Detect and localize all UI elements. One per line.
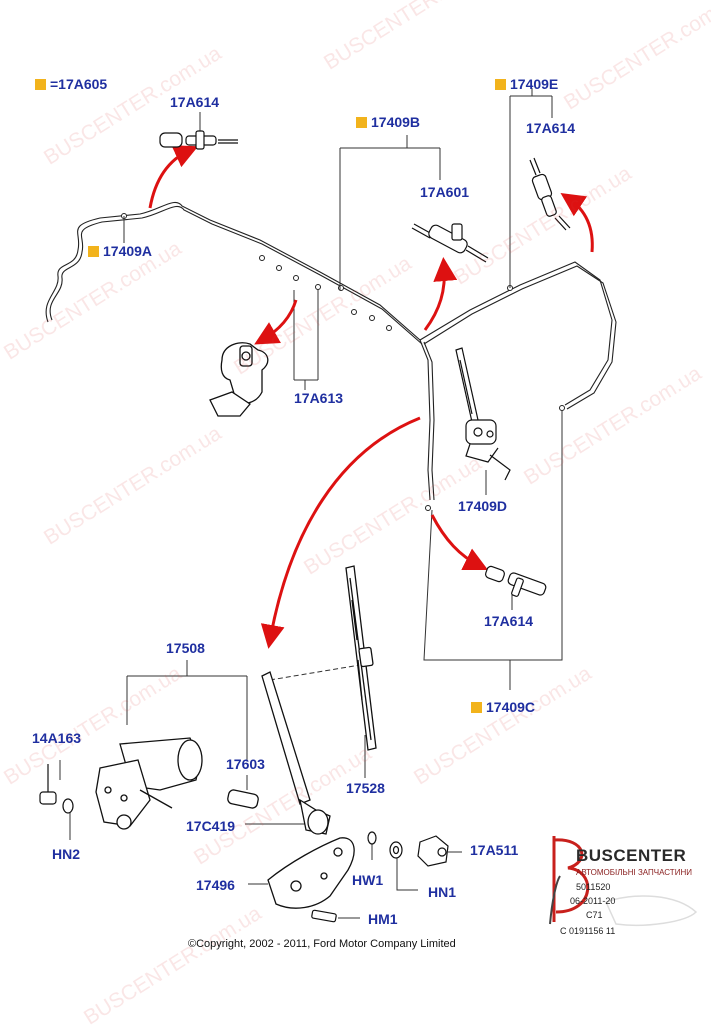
bolt-and-nut (39, 764, 74, 814)
marker-square-icon (495, 79, 506, 90)
wiper-blade (345, 565, 377, 751)
label-17a605: =17A605 (50, 76, 108, 92)
label-17c419: 17C419 (186, 818, 236, 834)
leader-lines (59, 88, 563, 919)
label-hm1: HM1 (368, 911, 398, 927)
label-17409a-text: 17409A (103, 243, 153, 259)
wiper-arm (227, 671, 331, 835)
label-17a511: 17A511 (470, 842, 519, 858)
connector-mid (485, 565, 547, 597)
marker-square-icon (471, 702, 482, 713)
logo-code-2: 06-2011-20 (570, 896, 616, 906)
callout-arrows (148, 145, 594, 649)
label-17409c-text: 17409C (486, 699, 536, 715)
label-17a601: 17A601 (420, 184, 470, 200)
marker-square-icon (356, 117, 367, 128)
connector-right (529, 157, 571, 231)
label-17a614-top: 17A614 (170, 94, 220, 110)
label-17528: 17528 (346, 780, 385, 796)
label-14a163: 14A163 (32, 730, 82, 746)
marker-square-icon (35, 79, 46, 90)
label-17603: 17603 (226, 756, 265, 772)
label-hn1: HN1 (428, 884, 457, 900)
marker-square-icon (88, 246, 99, 257)
connector-top (159, 130, 238, 150)
label-hn2: HN2 (52, 846, 81, 862)
label-17a613: 17A613 (294, 390, 344, 406)
rear-wiper-small (455, 347, 511, 481)
washer-hose (45, 201, 617, 501)
t-connector (411, 223, 489, 263)
logo-b-icon (549, 836, 698, 926)
label-17409d: 17409D (458, 498, 508, 514)
logo-code-4: C 0191156 11 (560, 926, 616, 936)
label-17a614-mid: 17A614 (484, 613, 534, 629)
logo-brand: BUSCENTER (576, 846, 687, 865)
label-17409a: 17409A (88, 243, 152, 259)
label-17496: 17496 (196, 877, 235, 893)
label-17409e: 17409E (495, 76, 558, 92)
label-17409b: 17409B (356, 114, 420, 130)
label-hw1: HW1 (352, 872, 384, 888)
fasteners (311, 831, 449, 923)
label-17409e-text: 17409E (510, 76, 559, 92)
legend-17a605: =17A605 (35, 76, 107, 92)
wiper-motor (95, 737, 203, 830)
label-17409c: 17409C (471, 699, 535, 715)
logo-code-3: C71 (586, 910, 603, 920)
logo-code-1: 5011520 (576, 882, 611, 892)
label-17409b-text: 17409B (371, 114, 421, 130)
copyright-text: ©Copyright, 2002 - 2011, Ford Motor Comp… (188, 938, 456, 950)
label-17a614-right: 17A614 (526, 120, 576, 136)
label-17508: 17508 (166, 640, 205, 656)
buscenter-logo: BUSCENTER АВТОМОБІЛЬНІ ЗАПЧАСТИНИ 501152… (546, 832, 706, 942)
hose-clips (121, 213, 565, 511)
bracket (267, 837, 355, 909)
wiper-assembly-diagram (39, 88, 617, 923)
washer-nozzle (209, 342, 269, 417)
logo-tagline: АВТОМОБІЛЬНІ ЗАПЧАСТИНИ (576, 868, 692, 877)
